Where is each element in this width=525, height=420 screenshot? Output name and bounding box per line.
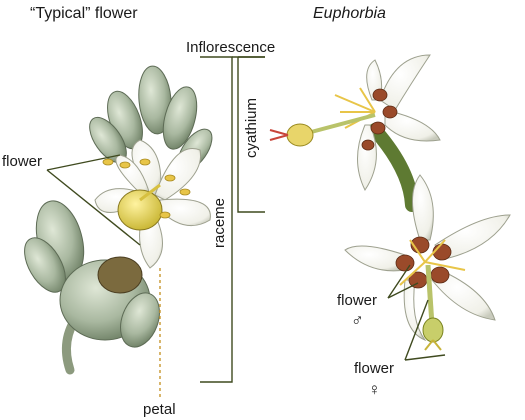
female-symbol: ♀ [368,380,381,399]
leader-lines [46,56,446,383]
label-raceme: raceme [211,198,228,248]
bottom-stigma [424,339,442,351]
bud-low-4 [97,256,143,294]
bottom-pistil [425,264,435,326]
top-bract-2 [384,109,441,142]
stamens [102,158,191,219]
label-petal: petal [143,401,176,418]
raceme-bracket [200,56,233,383]
label-cyathium: cyathium [243,98,260,158]
heading-typical-flower: “Typical” flower [30,5,138,22]
cyathium-bracket [237,56,265,213]
top-stigma [269,129,289,141]
flower-leader-1 [46,154,121,171]
style [139,183,161,202]
male-flower-leader-1 [387,264,411,299]
bottom-stamens [399,239,466,286]
bud-low-5 [120,292,160,348]
bud-top-2 [162,86,198,150]
label-flower-female: flower [354,360,394,377]
label-flower-left: flower [2,153,42,170]
bottom-ovary [422,317,444,343]
top-ovary [286,123,314,147]
top-bract-3 [357,124,377,191]
male-symbol: ♂ [351,311,364,330]
bottom-bract-3 [431,269,496,321]
petal-3 [159,198,211,227]
bottom-bract-4 [403,279,427,342]
raceme-illustration [24,65,213,375]
bottom-bract-2 [434,214,511,261]
petal-2 [154,148,202,201]
bud-low-2 [24,237,66,293]
euphorbia-stem [368,123,419,212]
bud-top-1 [138,65,172,135]
heading-euphorbia: Euphorbia [313,5,386,22]
ovary [117,189,163,231]
bottom-bract-1 [412,174,434,241]
euphorbia-illustration [269,54,511,351]
top-bract-1 [379,54,431,111]
bottom-bract-5 [344,245,406,272]
flower-leader-2 [46,169,141,246]
open-flower [94,139,211,269]
female-flower-leader-1 [404,299,429,361]
male-flower-leader-2 [387,282,419,299]
top-glands [361,88,398,151]
label-inflorescence: Inflorescence [186,39,275,56]
female-flower-leader-2 [404,354,446,361]
label-flower-male: flower [337,292,377,309]
